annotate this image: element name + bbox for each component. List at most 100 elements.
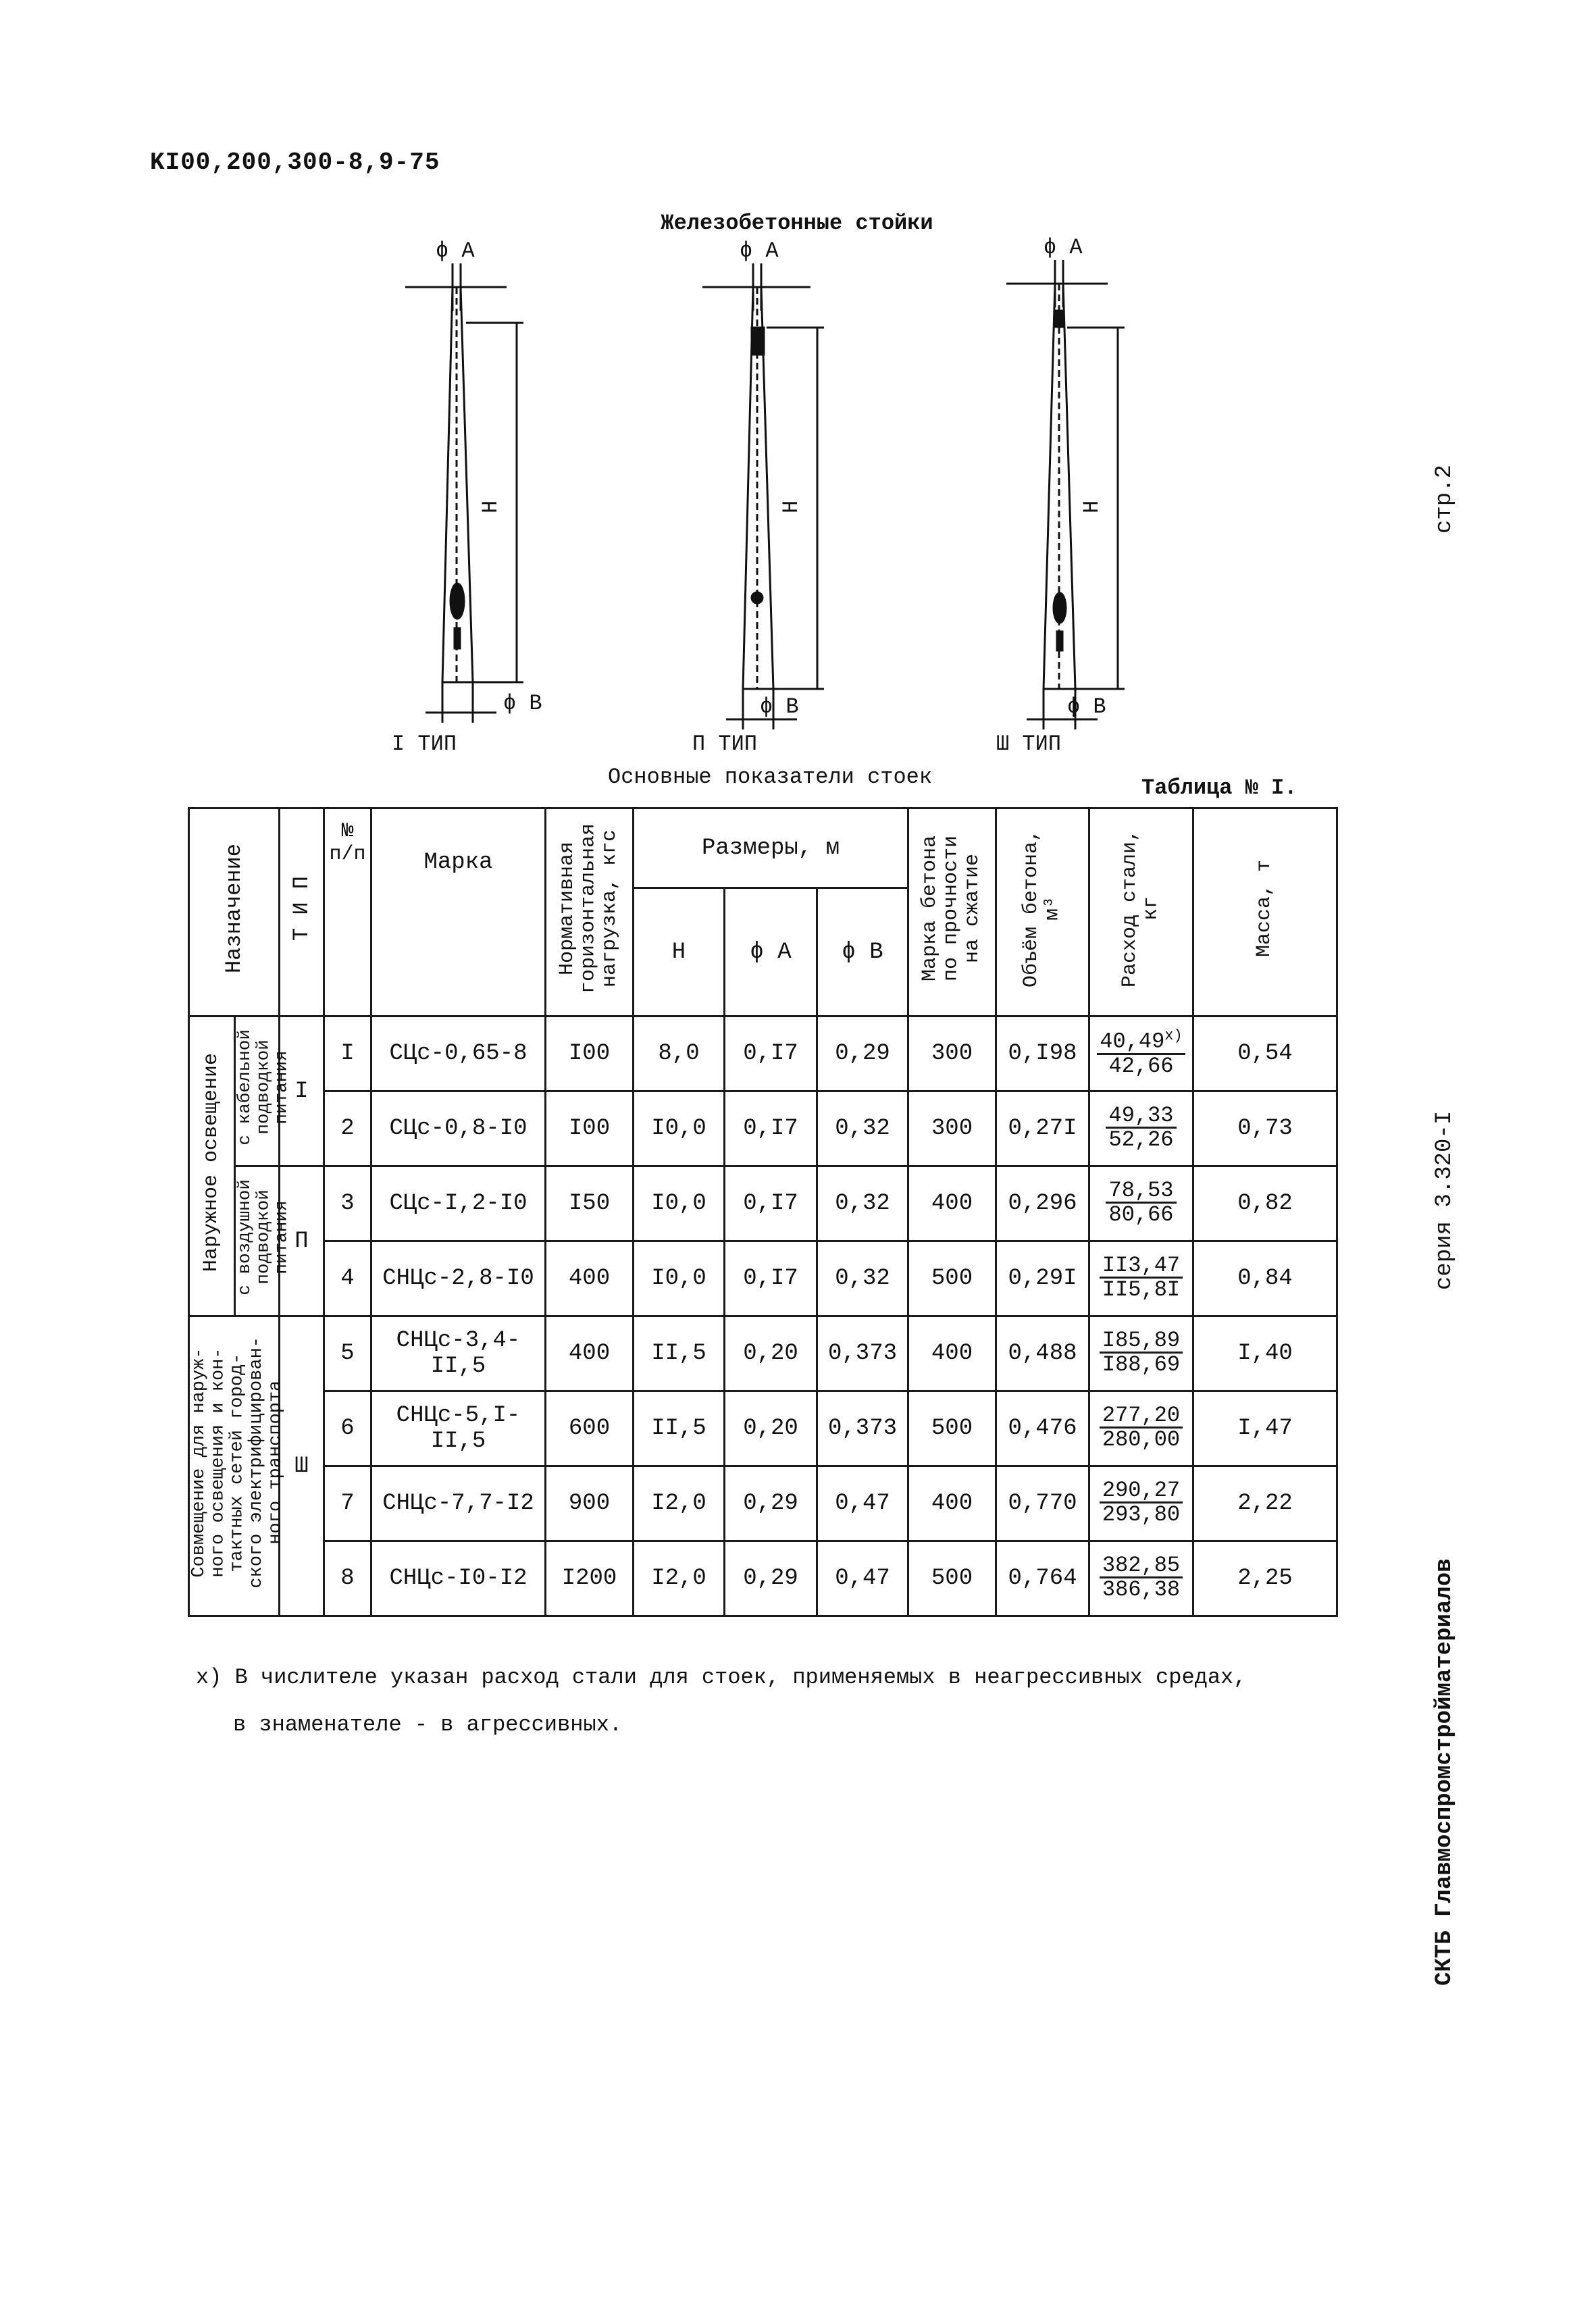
header-purpose: Назначение — [188, 807, 280, 1017]
volume-cell: 0,770 — [995, 1465, 1090, 1542]
load-cell: I200 — [544, 1540, 634, 1617]
table-row: 4 СНЦс-2,8-I0 400 I0,0 0,I7 0,32 500 0,2… — [189, 1240, 1338, 1317]
mark-cell: СЦс-0,65-8 — [370, 1015, 546, 1092]
row-number: I — [323, 1015, 372, 1092]
mark-cell: СНЦс-I0-I2 — [370, 1540, 546, 1617]
mark-cell: СНЦс-3,4-II,5 — [370, 1315, 546, 1392]
series-label: серия 3.320-I — [1432, 1110, 1458, 1290]
table-number: Таблица № I. — [1141, 775, 1297, 800]
header-mass: Масса, т — [1192, 807, 1338, 1017]
h-cell: I0,0 — [632, 1165, 725, 1242]
group-combined: Совмещение для наруж- ного освещения и к… — [188, 1315, 286, 1617]
mass-cell: 0,84 — [1192, 1240, 1338, 1317]
volume-cell: 0,488 — [995, 1315, 1090, 1392]
pole2-diameter-a-label: ϕ A — [740, 238, 779, 263]
mark-cell: СЦс-I,2-I0 — [370, 1165, 546, 1242]
mass-cell: I,47 — [1192, 1390, 1338, 1467]
pole1-diameter-a-label: ϕ A — [436, 238, 475, 263]
a-cell: 0,29 — [723, 1540, 818, 1617]
h-cell: I2,0 — [632, 1540, 725, 1617]
b-cell: 0,32 — [816, 1240, 909, 1317]
mass-cell: 2,25 — [1192, 1540, 1338, 1617]
table-row: Совмещение для наруж- ного освещения и к… — [188, 1315, 1338, 1617]
pole-type-3 — [1006, 260, 1125, 729]
concrete-mark-cell: 300 — [907, 1015, 997, 1092]
organization-label: СКТБ Главмоспромстройматериалов — [1432, 1558, 1458, 1986]
mass-cell: I,40 — [1192, 1315, 1338, 1392]
row-number: 5 — [323, 1315, 372, 1392]
pole2-diameter-b-label: ϕ B — [760, 694, 799, 719]
concrete-mark-cell: 500 — [907, 1390, 997, 1467]
load-cell: 400 — [544, 1240, 634, 1317]
volume-cell: 0,27I — [995, 1090, 1090, 1167]
header-load: Нормативная горизонтальная нагрузка, кгс — [544, 807, 634, 1017]
a-cell: 0,20 — [723, 1390, 818, 1467]
concrete-mark-cell: 500 — [907, 1240, 997, 1317]
mark-cell: СЦс-0,8-I0 — [370, 1090, 546, 1167]
volume-cell: 0,29I — [995, 1240, 1090, 1317]
concrete-mark-cell: 400 — [907, 1465, 997, 1542]
table-row: 8 СНЦс-I0-I2 I200 I2,0 0,29 0,47 500 0,7… — [189, 1540, 1338, 1617]
h-cell: I0,0 — [632, 1240, 725, 1317]
a-cell: 0,I7 — [723, 1165, 818, 1242]
mass-cell: 0,54 — [1192, 1015, 1338, 1092]
b-cell: 0,29 — [816, 1015, 909, 1092]
load-cell: I00 — [544, 1015, 634, 1092]
b-cell: 0,47 — [816, 1540, 909, 1617]
mass-cell: 0,82 — [1192, 1165, 1338, 1242]
type-cell: Ш — [278, 1315, 325, 1617]
concrete-mark-cell: 400 — [907, 1315, 997, 1392]
a-cell: 0,I7 — [723, 1015, 818, 1092]
b-cell: 0,32 — [816, 1090, 909, 1167]
row-number: 8 — [323, 1540, 372, 1617]
pole3-type-label: Ш ТИП — [996, 731, 1061, 756]
header-b: ϕ В — [816, 887, 909, 1017]
table-row: с воздушной подводкой питания П 3 СЦс-I,… — [189, 1165, 1338, 1317]
document-code: KI00,200,300-8,9-75 — [150, 149, 440, 176]
volume-cell: 0,I98 — [995, 1015, 1090, 1092]
h-cell: II,5 — [632, 1390, 725, 1467]
h-cell: 8,0 — [632, 1015, 725, 1092]
b-cell: 0,32 — [816, 1165, 909, 1242]
indicators-table: Назначение Т И П № п/п Марка Нормативная… — [188, 807, 1338, 1617]
pole-type-1 — [405, 263, 523, 723]
table-row: 7 СНЦс-7,7-I2 900 I2,0 0,29 0,47 400 0,7… — [189, 1465, 1338, 1542]
load-cell: I00 — [544, 1090, 634, 1167]
pole3-diameter-b-label: ϕ B — [1067, 694, 1106, 719]
h-cell: I0,0 — [632, 1090, 725, 1167]
concrete-mark-cell: 300 — [907, 1090, 997, 1167]
a-cell: 0,20 — [723, 1315, 818, 1392]
pole1-type-label: I ТИП — [392, 731, 457, 756]
group-cable: с кабельной подводкой питания — [234, 1015, 292, 1167]
pole3-diameter-a-label: ϕ A — [1044, 235, 1083, 260]
load-cell: 900 — [544, 1465, 634, 1542]
pole1-height-label: H — [478, 500, 503, 513]
mass-cell: 2,22 — [1192, 1465, 1338, 1542]
load-cell: I50 — [544, 1165, 634, 1242]
load-cell: 600 — [544, 1390, 634, 1467]
pole2-type-label: П ТИП — [692, 731, 757, 756]
drawing-title: Железобетонные стойки — [661, 211, 933, 236]
b-cell: 0,47 — [816, 1465, 909, 1542]
h-cell: I2,0 — [632, 1465, 725, 1542]
table-row: 2 СЦс-0,8-I0 I00 I0,0 0,I7 0,32 300 0,27… — [189, 1090, 1338, 1167]
header-concrete-mark: Марка бетона по прочности на сжатие — [907, 807, 997, 1017]
load-cell: 400 — [544, 1315, 634, 1392]
pole3-height-label: H — [1079, 500, 1104, 513]
concrete-mark-cell: 500 — [907, 1540, 997, 1617]
header-volume: Объём бетона, м³ — [995, 807, 1090, 1017]
type-cell: I — [278, 1015, 325, 1167]
a-cell: 0,I7 — [723, 1090, 818, 1167]
header-a: ϕ А — [723, 887, 818, 1017]
a-cell: 0,I7 — [723, 1240, 818, 1317]
volume-cell: 0,476 — [995, 1390, 1090, 1467]
table-row: Наружное освещение с кабельной подводкой… — [188, 1015, 1338, 1317]
mark-cell: СНЦс-2,8-I0 — [370, 1240, 546, 1317]
header-steel: Расход стали, кг — [1088, 807, 1194, 1017]
header-h: Н — [632, 887, 725, 1017]
